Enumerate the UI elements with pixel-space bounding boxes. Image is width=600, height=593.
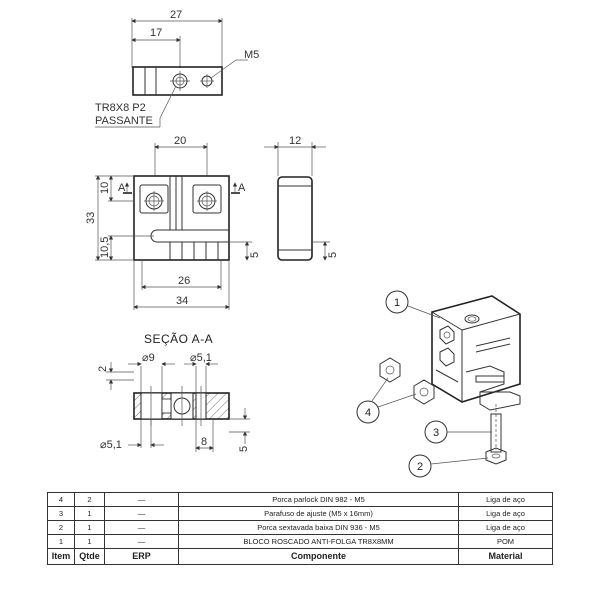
bom-row: 2 1 — Porca sextavada baixa DIN 936 - M5… [47, 520, 553, 535]
bom-erp: — [104, 520, 179, 535]
dim-12: 12 [289, 135, 301, 147]
balloon-2: 2 [417, 461, 423, 473]
dim-8: 8 [201, 436, 207, 448]
bom-material: Liga de aço [458, 506, 553, 521]
dim-diam-5-1-top: ⌀5,1 [190, 352, 212, 364]
bom-row: 1 1 — BLOCO ROSCADO ANTI-FOLGA TR8X8MM P… [47, 534, 553, 549]
bom-header-material: Material [458, 548, 553, 565]
top-view: 27 17 M5 TR8X8 P2 PASSANTE [95, 9, 259, 128]
dim-5-front: 5 [249, 252, 261, 258]
note-passante: PASSANTE [95, 115, 153, 127]
bom-qty: 2 [74, 492, 105, 507]
dim-10-5: 10,5 [99, 237, 111, 258]
bom-material: Liga de aço [458, 492, 553, 507]
section-title: SEÇÃO A-A [144, 332, 213, 346]
dim-20: 20 [174, 135, 186, 147]
bom-header-erp: ERP [104, 548, 179, 565]
dim-17: 17 [150, 27, 162, 39]
bom-item: 4 [47, 492, 75, 507]
balloon-4: 4 [365, 407, 371, 419]
bom-component: Porca parlock DIN 982 - M5 [178, 492, 459, 507]
bom-qty: 1 [74, 506, 105, 521]
bom-item: 2 [47, 520, 75, 535]
bom-row: 4 2 — Porca parlock DIN 982 - M5 Liga de… [47, 492, 553, 507]
dim-5-side: 5 [327, 252, 339, 258]
technical-drawing: 27 17 M5 TR8X8 P2 PASSANTE 20 [85, 9, 521, 478]
dim-10: 10 [99, 182, 111, 194]
bom-erp: — [104, 506, 179, 521]
balloon-3: 3 [433, 427, 439, 439]
section-mark-left: A [118, 182, 126, 194]
bom-header-item: Item [47, 548, 75, 565]
section-view: SEÇÃO A-A ⌀9 ⌀5,1 2 ⌀5,1 [97, 332, 250, 452]
bom-component: BLOCO ROSCADO ANTI-FOLGA TR8X8MM [178, 534, 459, 549]
bom-material: POM [458, 534, 553, 549]
bom-erp: — [104, 492, 179, 507]
bom-header-qty: Qtde [74, 548, 105, 565]
bom-erp: — [104, 534, 179, 549]
bom-qty: 1 [74, 534, 105, 549]
bom-item: 3 [47, 506, 75, 521]
dim-34: 34 [176, 295, 188, 307]
bom-component: Porca sextavada baixa DIN 936 - M5 [178, 520, 459, 535]
balloon-1: 1 [394, 297, 400, 309]
bom-component: Parafuso de ajuste (M5 x 16mm) [178, 506, 459, 521]
bom-material: Liga de aço [458, 520, 553, 535]
bom-item: 1 [47, 534, 75, 549]
dim-26: 26 [178, 275, 190, 287]
dim-5-section: 5 [238, 446, 250, 452]
note-tr8x8: TR8X8 P2 [95, 102, 146, 114]
dim-diam-9: ⌀9 [142, 352, 155, 364]
bom-row: 3 1 — Parafuso de ajuste (M5 x 16mm) Lig… [47, 506, 553, 521]
dim-2: 2 [97, 366, 109, 372]
section-mark-right: A [238, 182, 246, 194]
isometric-assembly: 1 4 3 2 [356, 290, 521, 478]
thread-label: M5 [244, 49, 259, 61]
front-view: 20 A A 33 [85, 135, 261, 310]
dim-27: 27 [170, 9, 182, 21]
dim-diam-5-1-bottom: ⌀5,1 [100, 439, 122, 451]
bill-of-materials: 4 2 — Porca parlock DIN 982 - M5 Liga de… [47, 492, 553, 565]
side-view: 12 5 [264, 135, 339, 261]
bom-qty: 1 [74, 520, 105, 535]
dim-33: 33 [85, 212, 97, 224]
bom-header-component: Componente [178, 548, 459, 565]
bom-header: Item Qtde ERP Componente Material [47, 548, 553, 565]
